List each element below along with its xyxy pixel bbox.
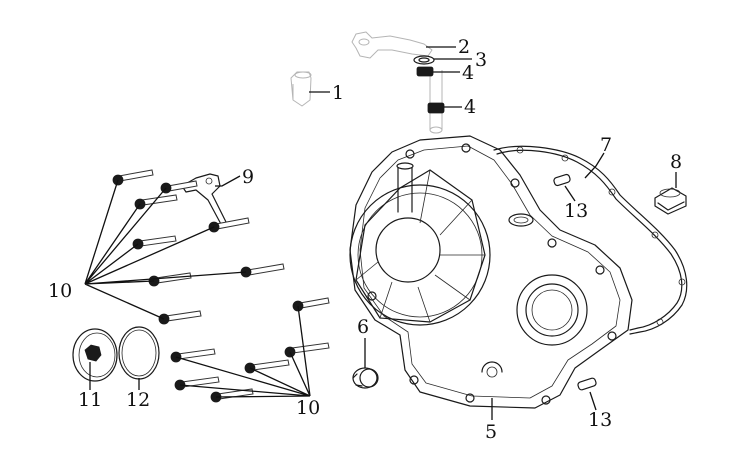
callout-8: 8 xyxy=(670,151,682,173)
leader-9 xyxy=(215,175,241,187)
part-dowel-top xyxy=(553,173,571,187)
part-bracket xyxy=(181,173,227,227)
part-dowel-bottom xyxy=(577,377,597,391)
part-gasket xyxy=(493,145,688,335)
leader-7 xyxy=(584,152,605,179)
part-pin xyxy=(290,71,312,107)
callout-11: 11 xyxy=(78,389,102,411)
callout-10-bottom: 10 xyxy=(296,397,320,419)
callout-13a: 13 xyxy=(564,200,588,222)
part-crankcase-cover xyxy=(349,135,633,409)
callout-labels: 1 2 3 4 4 5 6 7 8 9 10 10 11 12 13 13 xyxy=(48,36,682,443)
leader-lines xyxy=(84,46,677,420)
callout-7: 7 xyxy=(600,134,612,156)
part-bolts-left xyxy=(112,169,285,325)
part-lever xyxy=(351,31,433,59)
callout-9: 9 xyxy=(242,166,254,188)
callout-4a: 4 xyxy=(462,62,474,84)
part-shaft xyxy=(413,55,445,134)
part-oil-seal xyxy=(352,367,379,389)
callout-12: 12 xyxy=(126,389,150,411)
leader-10-left xyxy=(84,179,247,320)
callout-5: 5 xyxy=(485,421,497,443)
callout-4b: 4 xyxy=(464,96,476,118)
leader-13a xyxy=(564,185,576,202)
callout-13b: 13 xyxy=(588,409,612,431)
callout-2: 2 xyxy=(458,36,470,58)
part-o-ring xyxy=(118,326,160,380)
callout-6: 6 xyxy=(357,316,369,338)
part-disc-cap xyxy=(72,328,118,382)
callout-3: 3 xyxy=(475,49,487,71)
part-plug xyxy=(654,187,687,215)
leader-13b xyxy=(589,391,597,411)
leader-10-bottom xyxy=(175,305,311,398)
callout-10-left: 10 xyxy=(48,280,72,302)
callout-1: 1 xyxy=(332,82,344,104)
